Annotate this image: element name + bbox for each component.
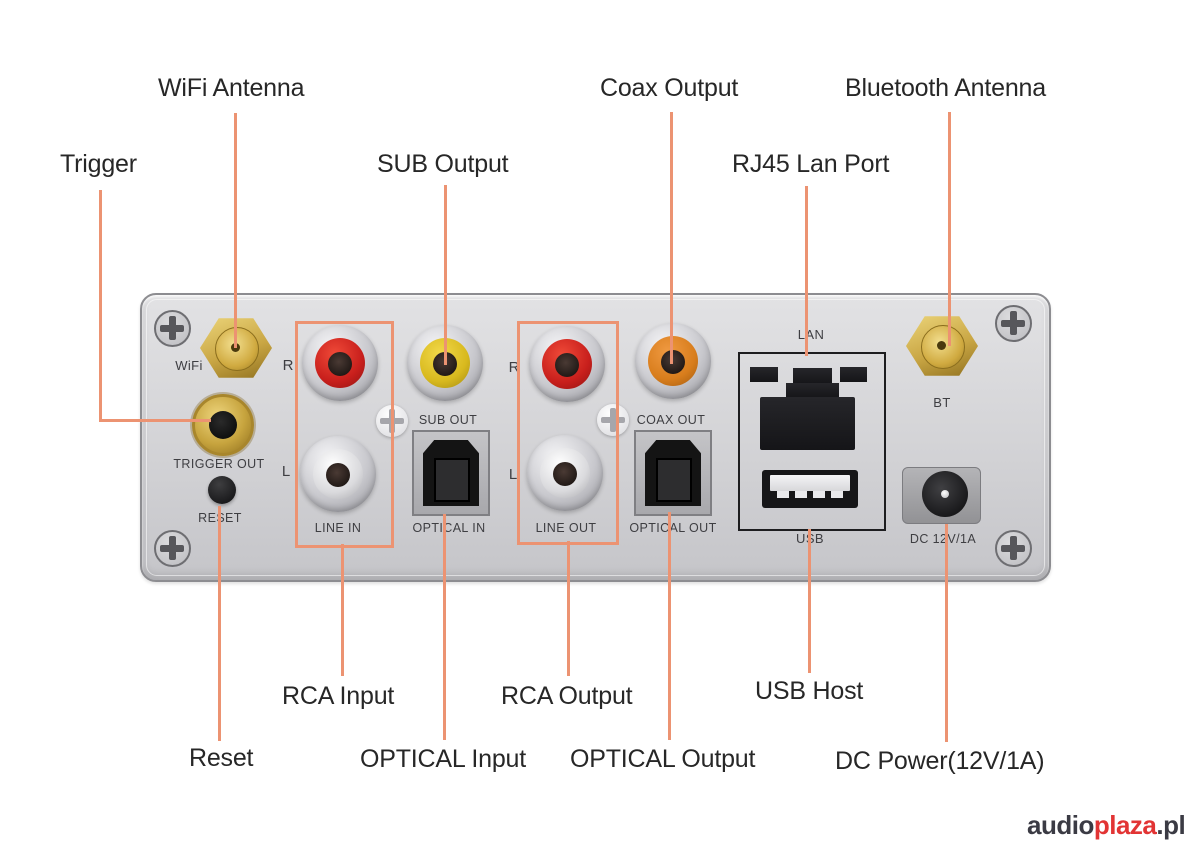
- label-rca-input: RCA Input: [282, 682, 395, 710]
- logo-part-plaza: plaza: [1093, 810, 1157, 840]
- callout-line-rca-input: [341, 544, 344, 676]
- screw-top-right-icon: [995, 305, 1032, 342]
- label-rca-output: RCA Output: [501, 682, 633, 710]
- rca-jack-line-out-right: [529, 326, 605, 402]
- panel-label-r-line-in: R: [282, 357, 294, 374]
- callout-line-wifi: [234, 113, 237, 348]
- panel-label-optical-in: OPTICAL IN: [412, 521, 486, 535]
- lan-usb-bracket: [738, 352, 886, 531]
- usb-contact: [831, 491, 843, 498]
- dc-pin: [941, 490, 949, 498]
- panel-label-wifi: WiFi: [175, 358, 203, 373]
- panel-label-sub-out: SUB OUT: [418, 413, 478, 427]
- screw-bottom-right-icon: [995, 530, 1032, 567]
- callout-line-trigger-vertical: [99, 190, 102, 420]
- callout-line-dc: [945, 524, 948, 742]
- rj45-step: [786, 383, 839, 398]
- panel-label-lan: LAN: [797, 327, 825, 342]
- callout-line-optical-input: [443, 514, 446, 740]
- panel-label-trigger-out: TRIGGER OUT: [173, 457, 265, 471]
- callout-line-rca-output: [567, 541, 570, 676]
- rca-jack-line-in-right: [302, 325, 378, 401]
- optical-out-port: [634, 430, 712, 516]
- label-reset: Reset: [189, 744, 254, 772]
- logo-part-audio: audio: [1027, 810, 1094, 840]
- callout-line-trigger-horizontal: [99, 419, 211, 422]
- callout-line-reset: [218, 506, 221, 741]
- callout-line-optical-output: [668, 512, 671, 740]
- label-coax-output: Coax Output: [600, 74, 739, 102]
- highlight-box-line-out: [517, 321, 619, 545]
- panel-label-l-line-in: L: [281, 463, 291, 480]
- label-sub-output: SUB Output: [377, 150, 509, 178]
- usb-tongue: [770, 475, 850, 491]
- callout-line-coax: [670, 112, 673, 364]
- logo-part-pl: .pl: [1156, 810, 1186, 840]
- rca-jack-line-out-left: [527, 435, 603, 511]
- panel-label-line-out: LINE OUT: [535, 521, 597, 535]
- screw-bottom-left-icon: [154, 530, 191, 567]
- reset-button: [208, 476, 236, 504]
- label-optical-input: OPTICAL Input: [360, 745, 526, 773]
- callout-line-sub: [444, 185, 447, 365]
- panel-label-optical-out: OPTICAL OUT: [629, 521, 717, 535]
- trigger-out-jack: [192, 394, 254, 456]
- rj45-tab: [793, 368, 832, 384]
- label-trigger: Trigger: [60, 150, 137, 178]
- callout-line-rj45: [805, 186, 808, 356]
- panel-label-r-line-out: R: [508, 359, 520, 376]
- screw-top-left-icon: [154, 310, 191, 347]
- highlight-box-line-in: [295, 321, 394, 548]
- usb-contact: [813, 491, 825, 498]
- label-bluetooth-antenna: Bluetooth Antenna: [845, 74, 1046, 102]
- panel-label-dc: DC 12V/1A: [909, 532, 977, 546]
- panel-label-line-in: LINE IN: [314, 521, 362, 535]
- panel-label-bt: BT: [933, 395, 951, 410]
- audioplaza-logo: audioplaza.pl: [1027, 810, 1186, 841]
- label-wifi-antenna: WiFi Antenna: [158, 74, 305, 102]
- label-rj45-lan-port: RJ45 Lan Port: [732, 150, 890, 178]
- usb-contact: [795, 491, 807, 498]
- label-optical-output: OPTICAL Output: [570, 745, 756, 773]
- screw-middle-right-icon: [597, 404, 629, 436]
- callout-line-bt: [948, 112, 951, 346]
- usb-contact: [777, 491, 789, 498]
- label-dc-power: DC Power(12V/1A): [835, 747, 1045, 775]
- rj45-led-right: [840, 367, 867, 382]
- rca-jack-coax-out: [635, 323, 711, 399]
- label-usb-host: USB Host: [755, 677, 864, 705]
- callout-line-usb: [808, 529, 811, 673]
- rca-jack-line-in-left: [300, 436, 376, 512]
- rj45-led-left: [750, 367, 778, 382]
- panel-label-coax-out: COAX OUT: [636, 413, 706, 427]
- panel-label-l-line-out: L: [508, 466, 518, 483]
- optical-in-port: [412, 430, 490, 516]
- rj45-port: [760, 397, 855, 450]
